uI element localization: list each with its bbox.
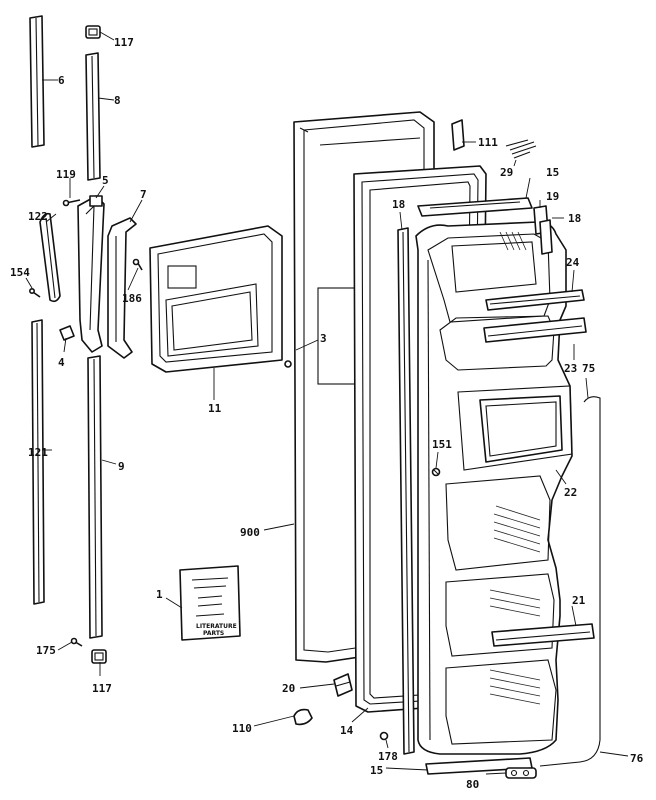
part-18-breaker-strip	[397, 227, 415, 755]
part-154-screw	[28, 287, 41, 298]
part-23-shelf-bar	[483, 317, 587, 343]
part-3-screw	[284, 360, 292, 368]
callout-labels: 6 117 8 119 5 7 122 154 186 4 121 9 3 11…	[10, 36, 644, 791]
part-21-shelf-bar	[491, 623, 595, 647]
callout-19: 19	[546, 190, 559, 203]
part-6-trim-strip	[29, 15, 45, 148]
part-1-literature-card: LITERATURE PARTS	[179, 565, 241, 641]
part-29-wire-harness	[505, 139, 537, 159]
part-119-screw	[62, 199, 81, 207]
callout-29: 29	[500, 166, 513, 179]
part-151-screw	[431, 467, 441, 477]
callout-154: 154	[10, 266, 30, 279]
callout-1: 1	[156, 588, 163, 601]
callout-6: 6	[58, 74, 65, 87]
callout-20: 20	[282, 682, 295, 695]
part-110-plug	[293, 708, 313, 726]
callout-151: 151	[432, 438, 452, 451]
part-178-screw	[379, 731, 389, 741]
callout-24: 24	[566, 256, 580, 269]
callout-9: 9	[118, 460, 125, 473]
part-186-screw	[132, 258, 143, 271]
callout-117-bottom: 117	[92, 682, 112, 695]
part-15-bracket-top	[417, 197, 533, 217]
callout-15-top: 15	[546, 166, 559, 179]
callout-186: 186	[122, 292, 142, 305]
callout-15-bottom: 15	[370, 764, 383, 777]
callout-23: 23	[564, 362, 577, 375]
literature-card-caption-1: LITERATURE	[196, 623, 237, 630]
leader-lines	[25, 31, 629, 775]
callout-75: 75	[582, 362, 595, 375]
callout-18-left: 18	[392, 198, 405, 211]
part-18-right-strip	[539, 219, 553, 255]
part-24-shelf-bar	[485, 289, 585, 311]
part-7-bracket	[107, 217, 137, 359]
part-80-hinge-pin	[505, 767, 537, 779]
callout-121: 121	[28, 446, 48, 459]
callout-80: 80	[466, 778, 479, 791]
part-5-handle	[77, 195, 105, 353]
callout-14: 14	[340, 724, 354, 737]
callout-5: 5	[102, 174, 109, 187]
callout-117-top: 117	[114, 36, 134, 49]
callout-4: 4	[58, 356, 65, 369]
part-117-cap-bottom	[91, 649, 107, 664]
part-8-channel	[85, 52, 101, 181]
part-111-hinge	[451, 119, 465, 151]
callout-7: 7	[140, 188, 147, 201]
part-20-fitting	[333, 673, 353, 697]
callout-22: 22	[564, 486, 577, 499]
callout-119: 119	[56, 168, 76, 181]
part-4-clip	[59, 325, 75, 341]
part-75-water-tube	[539, 396, 601, 767]
callout-122: 122	[28, 210, 48, 223]
part-122-handle-cover	[39, 212, 61, 303]
callout-21: 21	[572, 594, 586, 607]
callout-178: 178	[378, 750, 398, 763]
literature-card-caption-2: PARTS	[203, 630, 224, 637]
callout-11: 11	[208, 402, 222, 415]
part-9-channel	[87, 355, 103, 639]
callout-111: 111	[478, 136, 498, 149]
callout-175: 175	[36, 644, 56, 657]
callout-110: 110	[232, 722, 252, 735]
callout-900: 900	[240, 526, 260, 539]
part-11-dispenser-panel	[149, 225, 283, 373]
part-door-liner	[415, 221, 573, 755]
callout-8: 8	[114, 94, 121, 107]
callout-76: 76	[630, 752, 644, 765]
part-117-cap-top	[85, 25, 101, 39]
part-175-screw	[70, 637, 83, 647]
callout-18-right: 18	[568, 212, 581, 225]
callout-3: 3	[320, 332, 327, 345]
part-121-trim-strip	[31, 319, 45, 605]
